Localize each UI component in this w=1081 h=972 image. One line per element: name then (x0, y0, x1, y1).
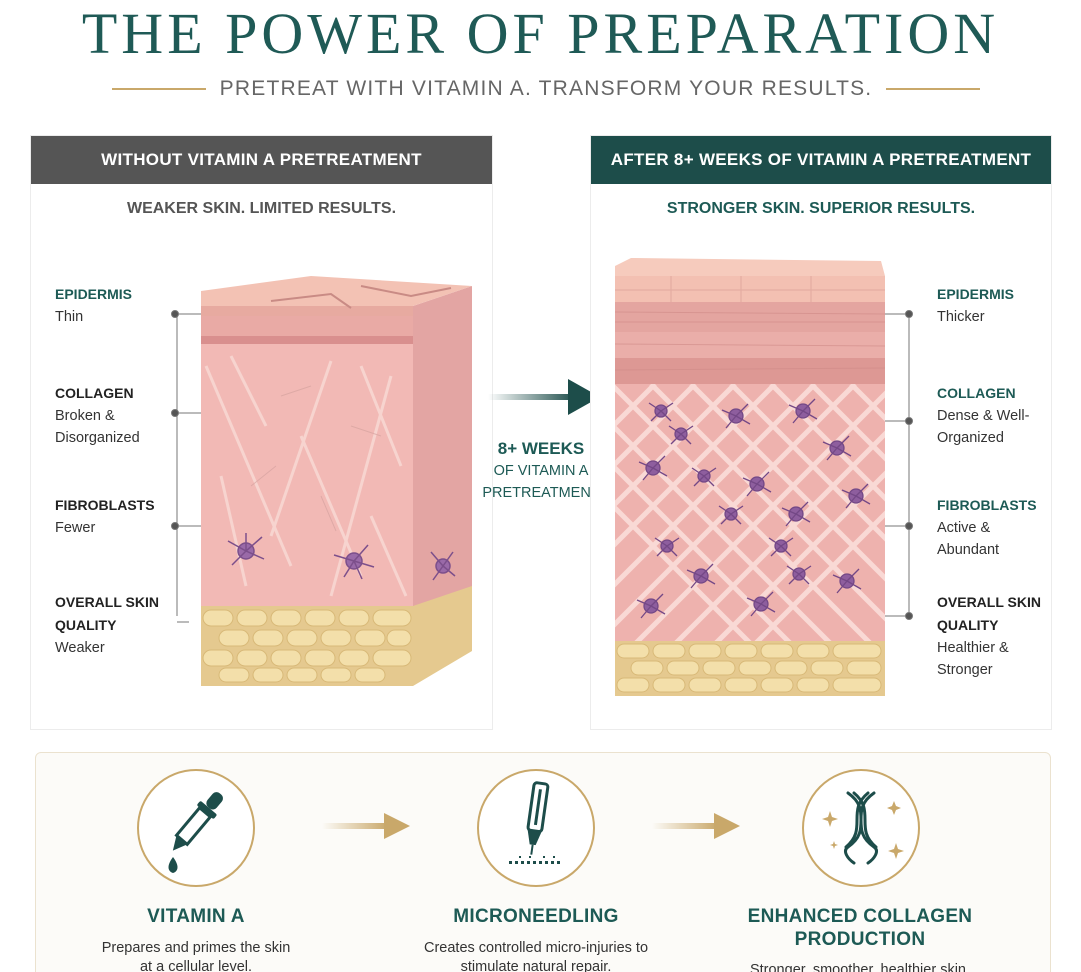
right-pointer-lines (881, 310, 913, 620)
label-title: FIBROBLASTS (937, 497, 1037, 513)
after-panel-header: AFTER 8+ WEEKS OF VITAMIN A PRETREATMENT (591, 136, 1051, 184)
after-panel-tagline: STRONGER SKIN. SUPERIOR RESULTS. (666, 200, 976, 217)
without-pretreatment-panel: WITHOUT VITAMIN A PRETREATMENT WEAKER SK… (30, 135, 493, 730)
label-desc: Weaker (55, 640, 105, 656)
label-title: EPIDERMIS (937, 286, 1015, 302)
step-icon-circle (802, 769, 920, 887)
step-desc-vitamin-a: Prepares and primes the skin at a cellul… (101, 940, 291, 972)
skin-block-side (413, 286, 472, 636)
label-title: OVERALL SKIN QUALITY (937, 594, 1041, 633)
subtitle-row: PRETREAT WITH VITAMIN A. TRANSFORM YOUR … (112, 74, 981, 104)
microneedle-pen-icon (509, 781, 560, 864)
epidermis-layer (201, 316, 413, 336)
label-desc: Broken & Disorganized (55, 408, 140, 446)
label-title: OVERALL SKIN QUALITY (55, 594, 159, 633)
fibroblast-cells (227, 533, 456, 581)
subtitle-right-rule (886, 88, 981, 90)
step-arrow-icon (652, 813, 740, 839)
label-title: COLLAGEN (55, 385, 134, 401)
epidermis-layer (615, 302, 885, 332)
fibroblast-cells (636, 398, 871, 619)
skin-block-top (201, 276, 472, 306)
transition-arrow-icon (488, 379, 600, 415)
duration-weeks: 8+ WEEKS (497, 439, 585, 458)
label-desc: Fewer (55, 520, 96, 536)
pretreatment-duration-label: 8+ WEEKS OF VITAMIN A PRETREATMENT (478, 438, 604, 504)
label-title: FIBROBLASTS (55, 497, 155, 513)
label-skin-quality-right: OVERALL SKIN QUALITY Healthier & Stronge… (937, 591, 1042, 681)
step-title-collagen-production: ENHANCED COLLAGEN PRODUCTION (747, 906, 973, 950)
label-skin-quality-left: OVERALL SKIN QUALITY Weaker (55, 591, 175, 659)
label-collagen-left: COLLAGEN Broken & Disorganized (55, 382, 175, 449)
without-panel-tagline: WEAKER SKIN. LIMITED RESULTS. (126, 200, 397, 217)
left-pointer-lines (171, 310, 203, 623)
label-desc: Dense & Well-Organized (937, 408, 1030, 446)
fat-layer (201, 586, 472, 686)
collagen-strand-icon (822, 791, 904, 865)
label-title: EPIDERMIS (55, 286, 133, 302)
fat-layer (615, 641, 885, 696)
label-epidermis-right: EPIDERMIS Thicker (937, 283, 1057, 328)
broken-collagen-fibers (204, 355, 408, 597)
step-desc-microneedling: Creates controlled micro-injuries to sti… (423, 940, 649, 972)
label-epidermis-left: EPIDERMIS Thin (55, 283, 175, 328)
label-fibroblasts-right: FIBROBLASTS Active & Abundant (937, 494, 1037, 561)
process-steps-card: VITAMIN A Prepares and primes the skin a… (35, 752, 1051, 972)
label-desc: Healthier & Stronger (937, 640, 1009, 678)
step-icon-circle (477, 769, 595, 887)
label-desc: Thin (55, 309, 84, 325)
step-title-microneedling: MICRONEEDLING (453, 906, 619, 927)
label-desc: Thicker (937, 309, 985, 325)
step-desc-collagen-production: Stronger, smoother, healthier skin. (749, 962, 971, 972)
label-fibroblasts-left: FIBROBLASTS Fewer (55, 494, 175, 539)
duration-line2: OF VITAMIN A (493, 463, 589, 479)
strong-skin-cross-section (614, 258, 913, 696)
label-collagen-right: COLLAGEN Dense & Well-Organized (937, 382, 1049, 449)
dropper-icon (168, 792, 223, 873)
step-icon-circle (137, 769, 255, 887)
step-arrow-icon (322, 813, 410, 839)
label-desc: Active & Abundant (937, 520, 1000, 558)
weak-skin-cross-section (171, 276, 472, 686)
page-subtitle: PRETREAT WITH VITAMIN A. TRANSFORM YOUR … (219, 77, 873, 100)
step-title-vitamin-a: VITAMIN A (147, 906, 245, 927)
after-pretreatment-panel: AFTER 8+ WEEKS OF VITAMIN A PRETREATMENT… (590, 135, 1052, 730)
duration-line3: PRETREATMENT (482, 485, 600, 501)
without-panel-header: WITHOUT VITAMIN A PRETREATMENT (31, 136, 492, 184)
label-title: COLLAGEN (937, 385, 1016, 401)
page-title: THE POWER OF PREPARATION (81, 1, 1000, 66)
subtitle-left-rule (112, 88, 206, 90)
